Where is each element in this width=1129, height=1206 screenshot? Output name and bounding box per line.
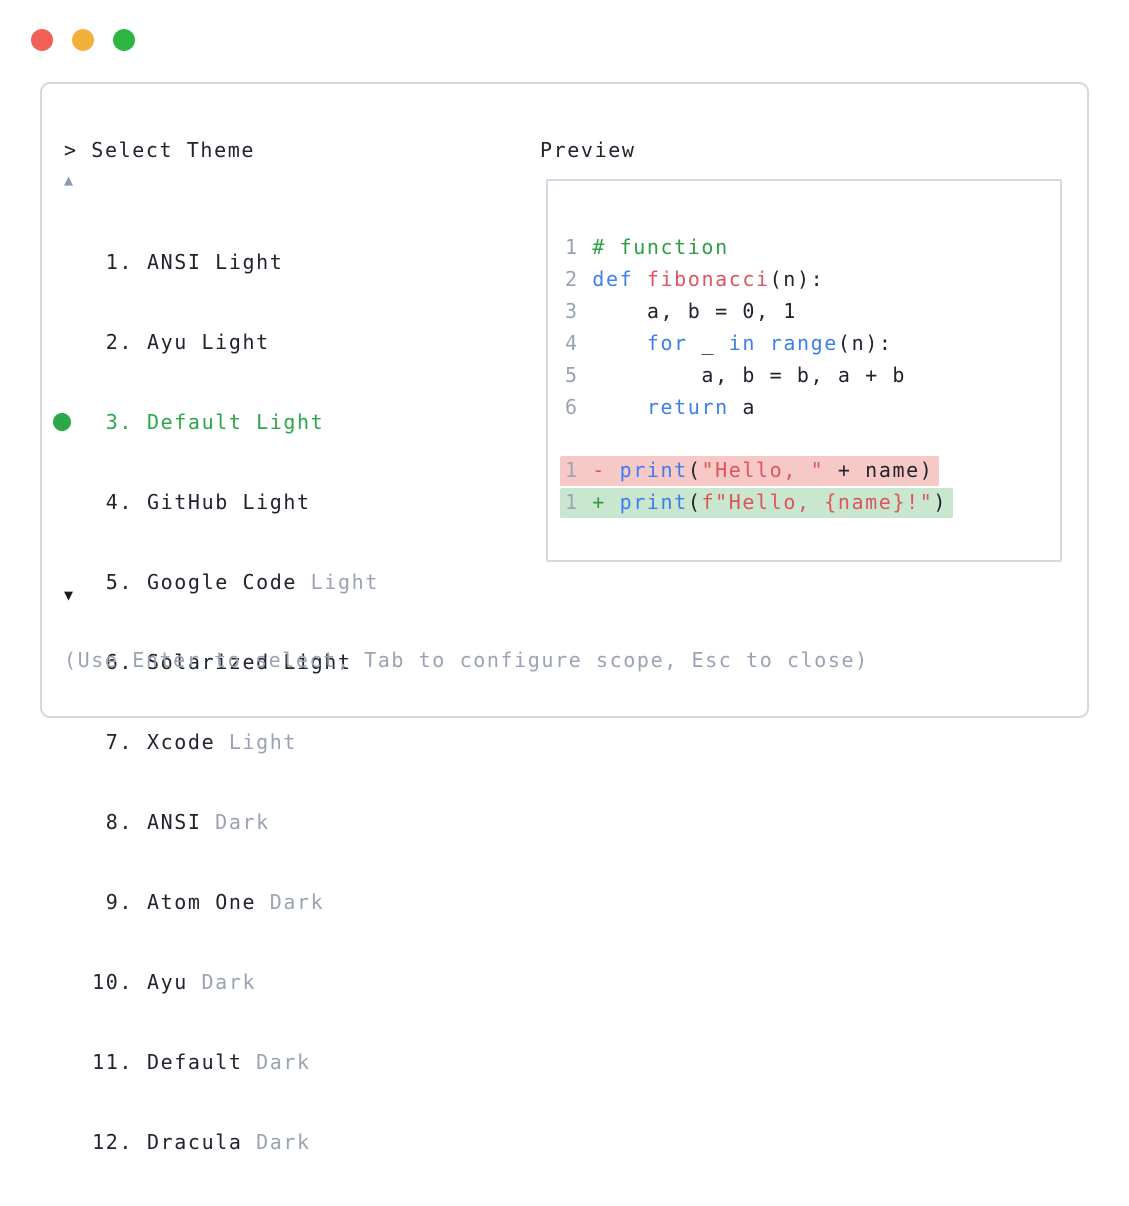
code-line: 3 a, b = 0, 1 — [565, 299, 797, 323]
diff-minus-sign: - — [578, 458, 620, 482]
zoom-button[interactable] — [113, 29, 135, 51]
window-controls — [31, 29, 135, 51]
help-text: (Use Enter to select, Tab to configure s… — [64, 648, 869, 672]
code-line: 2 def fibonacci(n): — [565, 267, 825, 291]
diff-added-line: 1 + print(f"Hello, {name}!") — [560, 487, 1060, 519]
code-line: 4 for _ in range(n): — [565, 331, 893, 355]
selected-dot-icon — [53, 413, 71, 431]
close-button[interactable] — [31, 29, 53, 51]
preview-label: Preview — [540, 138, 636, 162]
prompt-caret-icon: > — [64, 138, 92, 162]
code-line: 5 a, b = b, a + b — [565, 363, 907, 387]
scroll-up-icon[interactable]: ▲ — [64, 171, 74, 189]
code-line: 1 # function — [565, 235, 729, 259]
minimize-button[interactable] — [72, 29, 94, 51]
code-line: 6 return a — [565, 395, 757, 419]
prompt-title: Select Theme — [91, 138, 255, 162]
scroll-down-icon[interactable]: ▼ — [64, 586, 74, 604]
select-theme-prompt: > Select Theme — [64, 134, 255, 166]
preview-code-panel: 1 # function 2 def fibonacci(n): 3 a, b … — [546, 179, 1062, 562]
diff-plus-sign: + — [578, 490, 620, 514]
diff-removed-line: 1 - print("Hello, " + name) — [560, 455, 1060, 487]
